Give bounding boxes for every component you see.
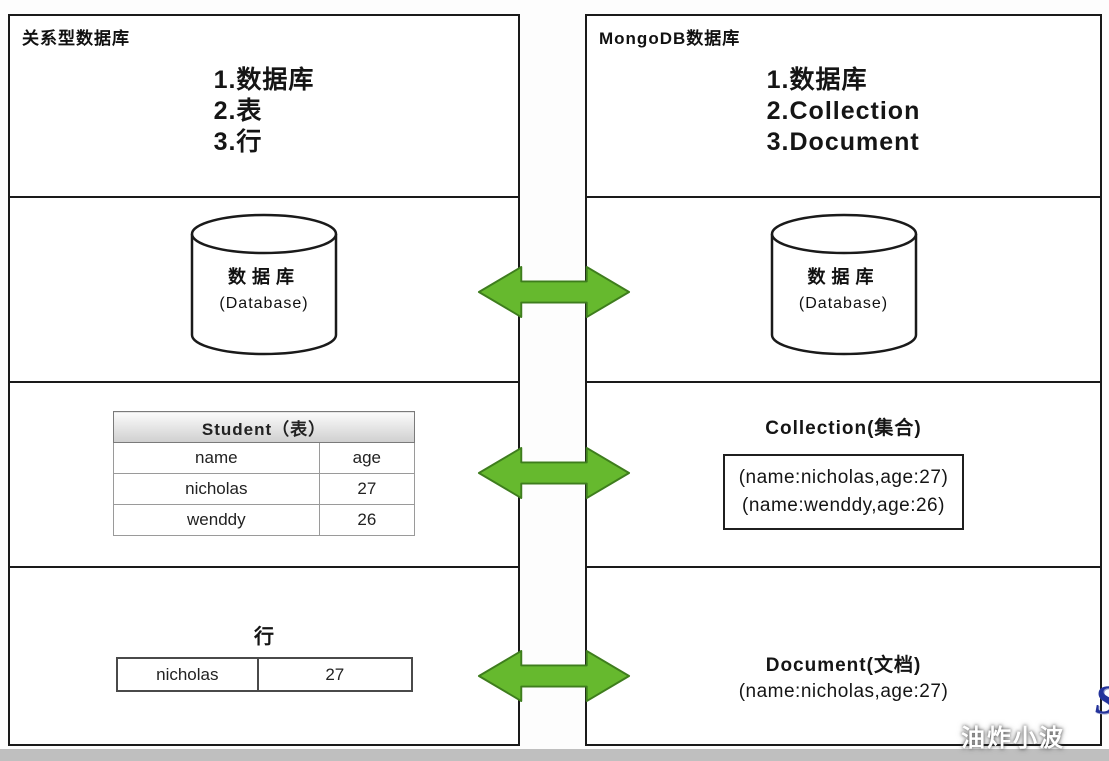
database-label-en: (Database) [798, 295, 889, 312]
table-row: nicholas 27 [113, 473, 416, 505]
cell-age: 27 [318, 473, 416, 505]
relational-level-1: 1.数据库 [213, 66, 315, 94]
row-section-title: 行 [254, 626, 274, 648]
document-mapping-arrow-icon [477, 650, 631, 702]
table-row: nicholas 27 [115, 657, 413, 692]
student-table-header-name: name [113, 442, 320, 474]
relational-level-3: 3.行 [213, 128, 263, 156]
database-mapping-arrow-icon [477, 266, 631, 318]
database-label: 数据库 (Database) [769, 263, 919, 313]
database-label-cn: 数据库 [228, 267, 300, 287]
document-content: (name:nicholas,age:27) [738, 681, 949, 702]
single-row-table: nicholas 27 [115, 657, 413, 692]
database-label-cn: 数据库 [807, 267, 880, 287]
collection-doc: (name:wenddy,age:26) [742, 495, 945, 516]
relational-level-2: 2.表 [213, 97, 263, 125]
mongodb-panel-title: MongoDB数据库 [599, 29, 741, 48]
mongodb-level-2: 2.Collection [766, 97, 921, 125]
mongodb-panel: MongoDB数据库 1.数据库 2.Collection 3.Document… [585, 14, 1102, 746]
relational-levels-section: 关系型数据库 1.数据库 2.表 3.行 [10, 16, 518, 196]
mongodb-database-section: 数据库 (Database) [587, 196, 1100, 381]
database-cylinder-icon [770, 213, 917, 356]
collection-box: (name:nicholas,age:27) (name:wenddy,age:… [722, 454, 965, 530]
mongodb-collection-section: Collection(集合) (name:nicholas,age:27) (n… [587, 381, 1100, 566]
database-cylinder-icon [190, 213, 338, 356]
collection-title: Collection(集合) [765, 418, 922, 439]
mongodb-level-3: 3.Document [766, 128, 920, 156]
relational-row-section: 行 nicholas 27 [10, 566, 518, 744]
collection-mapping-arrow-icon [477, 447, 631, 499]
student-table-title: Student（表） [113, 411, 415, 443]
relational-panel-title: 关系型数据库 [22, 29, 130, 48]
document-title: Document(文档) [765, 655, 922, 676]
mongodb-levels-section: MongoDB数据库 1.数据库 2.Collection 3.Document [587, 16, 1100, 196]
cell-age: 27 [257, 657, 413, 692]
student-table-header-age: age [318, 442, 416, 474]
mongodb-level-1: 1.数据库 [766, 66, 868, 94]
collection-doc: (name:nicholas,age:27) [738, 467, 949, 488]
relational-level-list: 1.数据库 2.表 3.行 [22, 65, 506, 158]
cell-name: nicholas [115, 657, 260, 692]
watermark: 油炸小波 [961, 725, 1065, 752]
mongodb-document-section: Document(文档) (name:nicholas,age:27) [587, 566, 1100, 744]
bottom-edge-strip [0, 749, 1109, 761]
relational-database-section: 数据库 (Database) [10, 196, 518, 381]
student-table-header-row: name age [113, 442, 416, 474]
logo-s: S [1095, 676, 1109, 723]
mongodb-database-cylinder: 数据库 (Database) [769, 211, 919, 359]
student-table-title-row: Student（表） [113, 411, 415, 443]
database-label: 数据库 (Database) [189, 263, 339, 313]
relational-table-section: Student（表） name age nicholas 27 wenddy 2… [10, 381, 518, 566]
student-table: Student（表） name age nicholas 27 wenddy 2… [113, 411, 416, 536]
mongodb-level-list: 1.数据库 2.Collection 3.Document [599, 65, 1088, 158]
cell-age: 26 [318, 504, 416, 536]
database-label-en: (Database) [219, 295, 309, 312]
table-row: wenddy 26 [113, 504, 416, 536]
relational-panel: 关系型数据库 1.数据库 2.表 3.行 数据库 (Database) [8, 14, 520, 746]
cell-name: nicholas [113, 473, 320, 505]
cell-name: wenddy [113, 504, 320, 536]
relational-database-cylinder: 数据库 (Database) [189, 211, 339, 359]
